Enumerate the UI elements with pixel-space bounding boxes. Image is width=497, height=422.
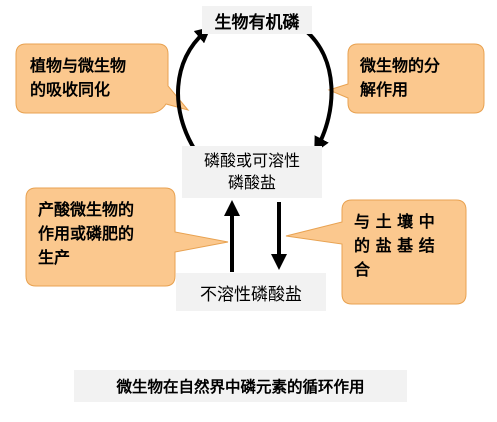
callout-plant-uptake-bubble <box>15 43 190 114</box>
arrow-to-soluble-phosphate <box>303 28 334 154</box>
node-insoluble-phosphate: 不溶性磷酸盐 <box>176 273 326 311</box>
node-soluble-phosphate: 磷酸或可溶性 磷酸盐 <box>182 146 322 198</box>
arrow-to-organic-phosphorus <box>176 26 212 152</box>
callout-decomposition-text: 微生物的分 解作用 <box>360 56 441 99</box>
diagram-caption: 微生物在自然界中磷元素的循环作用 <box>74 370 407 402</box>
callout-soil-binding-bubble <box>285 199 467 305</box>
callout-acid-production-bubble <box>25 187 229 287</box>
node-organic-phosphorus: 生物有机磷 <box>202 6 312 34</box>
callout-soil-binding-text: 与 土 壤 中 的 盐 基 结 合 <box>354 212 435 279</box>
callout-plant-uptake-text: 植物与微生物 的吸收同化 <box>30 56 127 99</box>
callout-decomposition-bubble <box>327 43 485 114</box>
callout-acid-production-text: 产酸微生物的 作用或磷肥的 生产 <box>38 200 135 267</box>
